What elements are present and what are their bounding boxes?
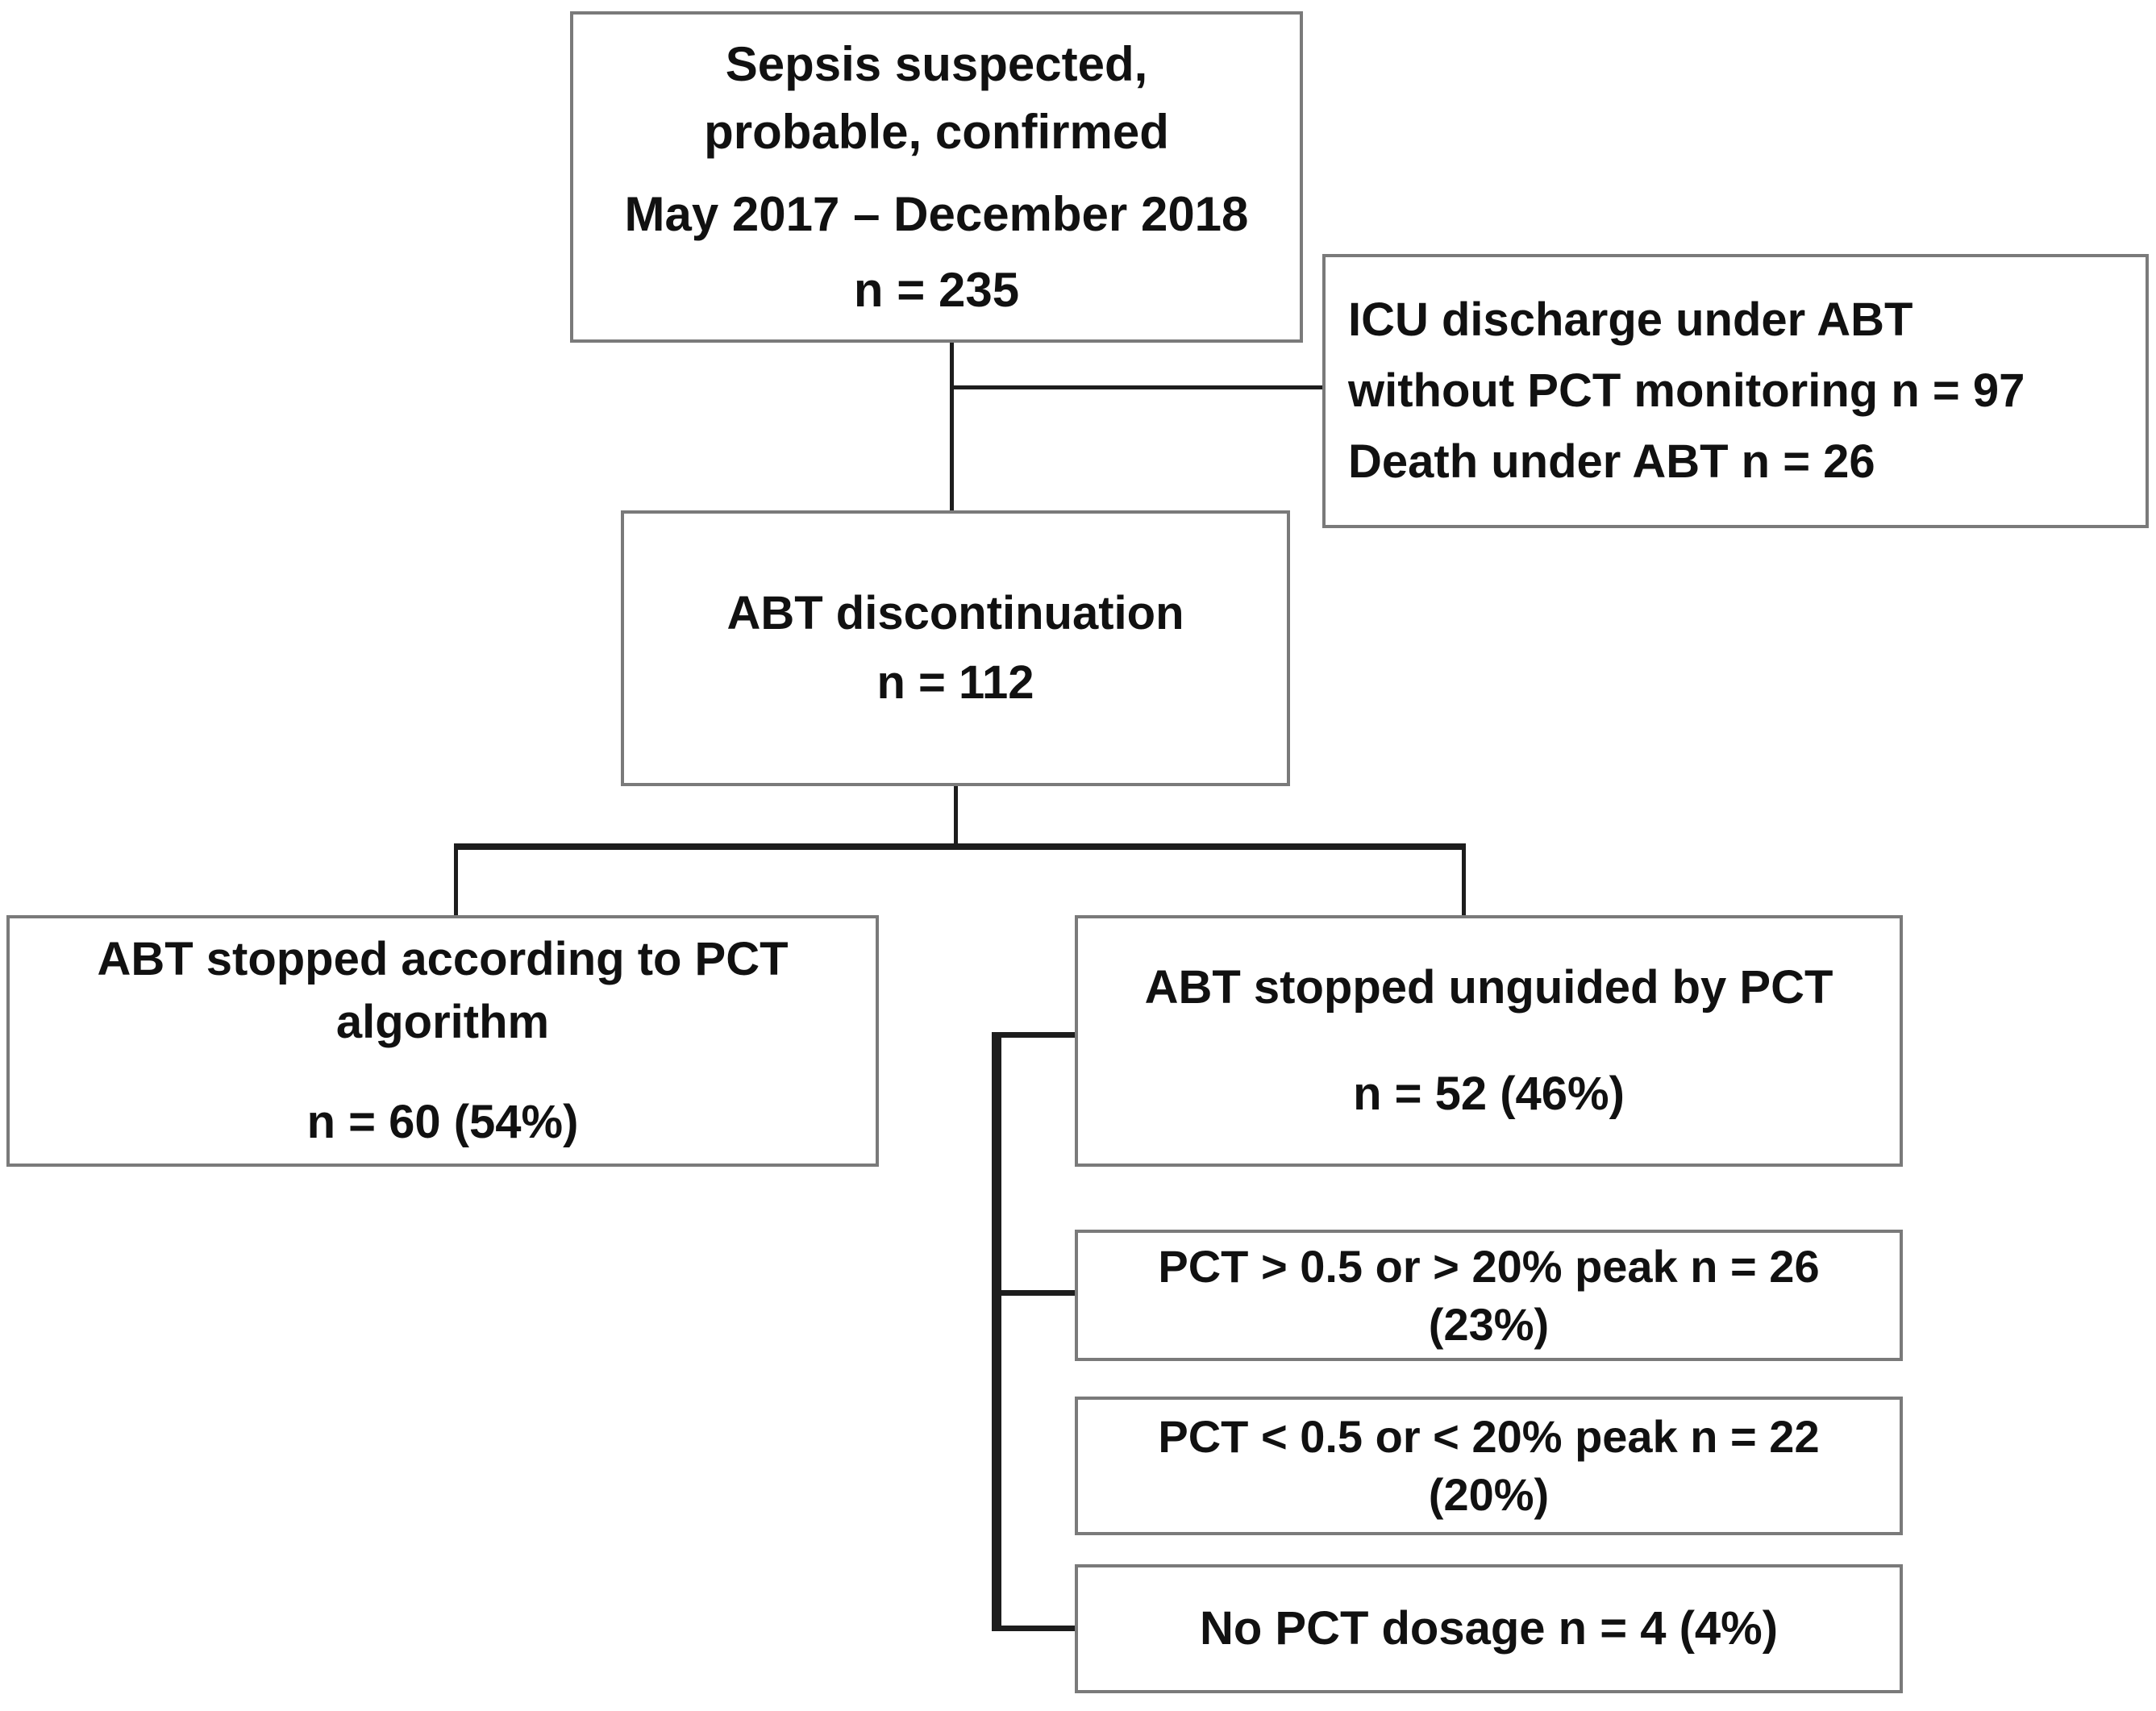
- box-pct-algorithm: ABT stopped according to PCT algorithm n…: [6, 915, 879, 1167]
- enrollment-line-3: May 2017 – December 2018: [624, 186, 1249, 241]
- pct-above-percent: (23%): [1428, 1298, 1550, 1350]
- pct-unguided-count: n = 52 (46%): [1353, 1068, 1625, 1120]
- connector-split-stem: [954, 786, 958, 849]
- box-enrollment: Sepsis suspected, probable, confirmed Ma…: [570, 11, 1303, 343]
- discontinuation-label: ABT discontinuation: [726, 587, 1184, 639]
- box-pct-below-threshold: PCT < 0.5 or < 20% peak n = 22 (20%): [1075, 1397, 1903, 1535]
- connector-split-bar: [454, 843, 1466, 850]
- connector-exclusion-branch: [950, 385, 1322, 389]
- connector-left-drop: [454, 843, 458, 918]
- bracket-stub-middle: [992, 1290, 1077, 1296]
- no-pct-label: No PCT dosage n = 4 (4%): [1199, 1602, 1779, 1655]
- enrollment-line-1: Sepsis suspected,: [725, 36, 1148, 91]
- pct-below-label: PCT < 0.5 or < 20% peak n = 22: [1158, 1411, 1820, 1462]
- pct-above-label: PCT > 0.5 or > 20% peak n = 26: [1158, 1240, 1820, 1292]
- pct-algorithm-line-2: algorithm: [335, 996, 550, 1048]
- pct-algorithm-line-1: ABT stopped according to PCT: [97, 933, 789, 985]
- bracket-stub-top: [992, 1032, 1077, 1038]
- pct-algorithm-count: n = 60 (54%): [306, 1096, 579, 1148]
- exclusion-line-2: without PCT monitoring n = 97: [1348, 364, 2025, 417]
- box-no-pct-dosage: No PCT dosage n = 4 (4%): [1075, 1564, 1903, 1693]
- exclusion-line-3: Death under ABT n = 26: [1348, 435, 1875, 488]
- box-discontinuation: ABT discontinuation n = 112: [621, 510, 1290, 786]
- pct-below-percent: (20%): [1428, 1469, 1550, 1520]
- box-pct-above-threshold: PCT > 0.5 or > 20% peak n = 26 (23%): [1075, 1230, 1903, 1361]
- box-exclusion: ICU discharge under ABT without PCT moni…: [1322, 254, 2149, 528]
- connector-enrollment-stem: [950, 343, 954, 512]
- connector-right-drop: [1462, 843, 1466, 918]
- bracket-vertical: [992, 1032, 1001, 1631]
- enrollment-count: n = 235: [853, 262, 1020, 317]
- pct-unguided-label: ABT stopped unguided by PCT: [1144, 961, 1833, 1014]
- discontinuation-count: n = 112: [876, 656, 1034, 709]
- enrollment-line-2: probable, confirmed: [704, 104, 1169, 159]
- box-pct-unguided: ABT stopped unguided by PCT n = 52 (46%): [1075, 915, 1903, 1167]
- bracket-stub-bottom: [992, 1626, 1077, 1631]
- exclusion-line-1: ICU discharge under ABT: [1348, 293, 1913, 346]
